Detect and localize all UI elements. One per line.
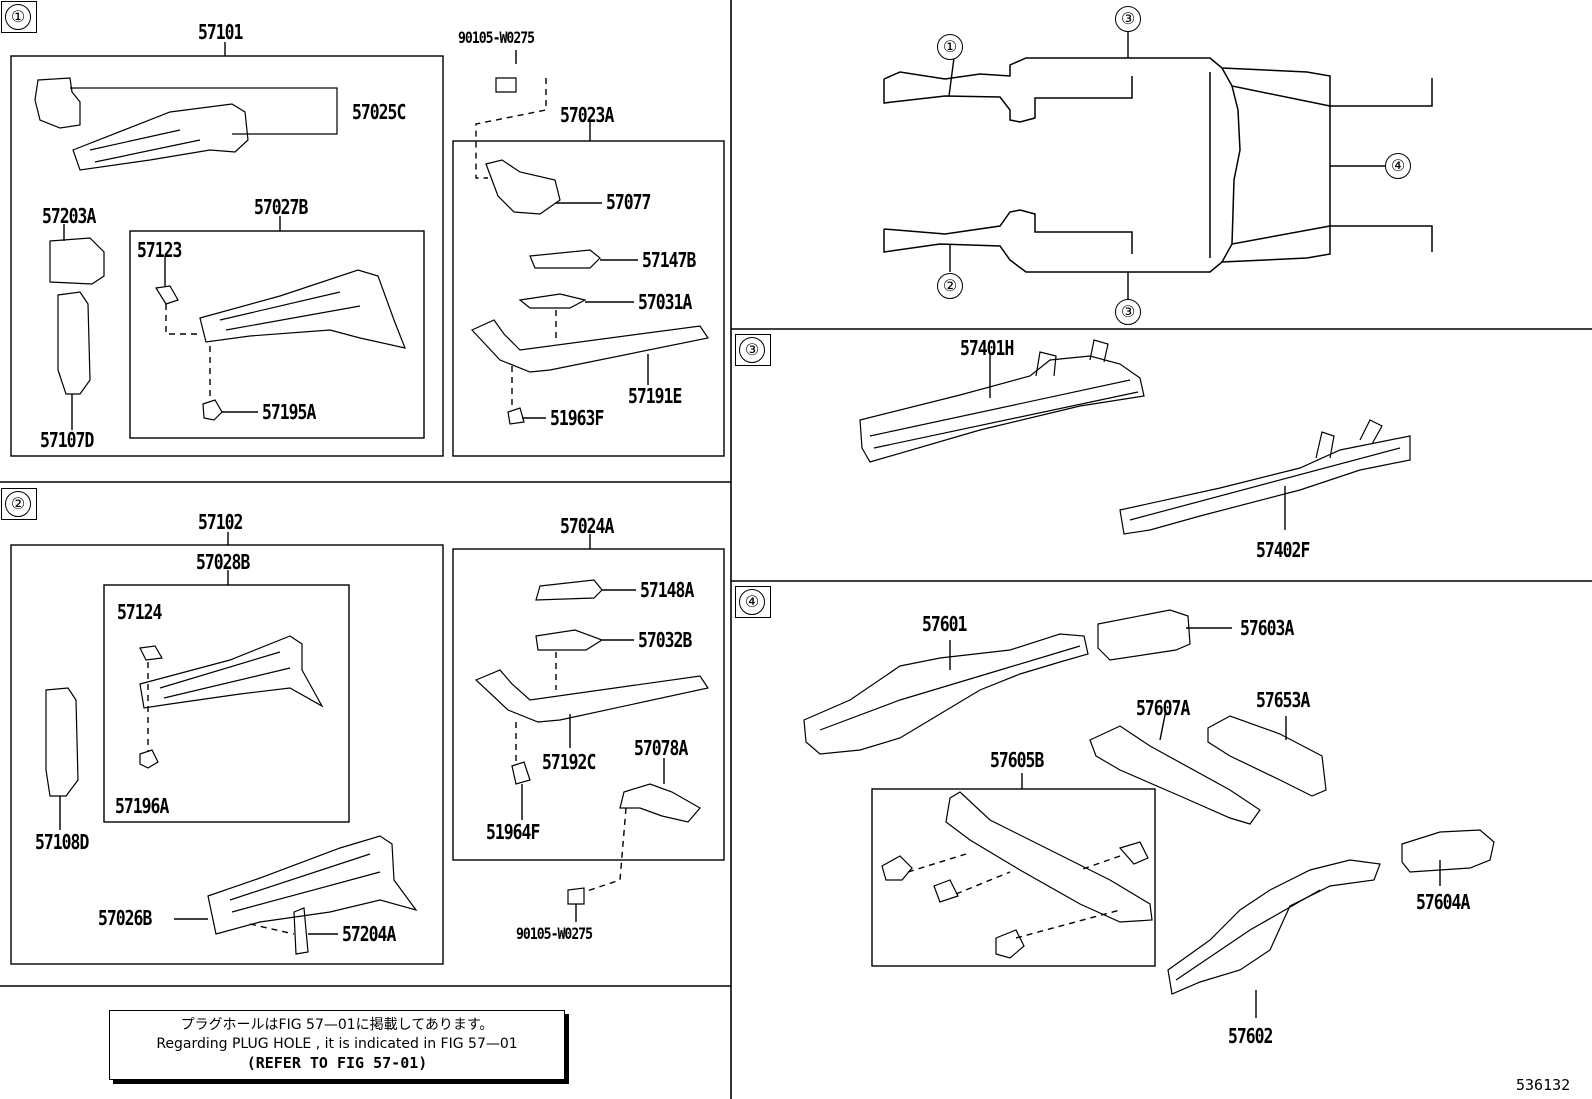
- part-label-57148a: 57148A: [640, 578, 694, 602]
- part-label-57203a: 57203A: [42, 204, 96, 228]
- part-label-57605b: 57605B: [990, 748, 1044, 772]
- part-label-57603a: 57603A: [1240, 616, 1294, 640]
- overview-marker-3-bottom: ③: [1115, 299, 1141, 325]
- part-label-57147b: 57147B: [642, 248, 696, 272]
- section-1-number: ①: [5, 4, 31, 30]
- section-4-number: ④: [739, 589, 765, 615]
- part-label-57602: 57602: [1228, 1024, 1273, 1048]
- part-label-57192c: 57192C: [542, 750, 596, 774]
- part-label-57078a: 57078A: [634, 736, 688, 760]
- section-2-number: ②: [5, 491, 31, 517]
- part-label-57604a: 57604A: [1416, 890, 1470, 914]
- section-1-tag: ①: [1, 1, 37, 33]
- part-label-57108d: 57108D: [35, 830, 89, 854]
- part-label-57031a: 57031A: [638, 290, 692, 314]
- part-label-57191e: 57191E: [628, 384, 682, 408]
- part-label-57102: 57102: [198, 510, 243, 534]
- part-label-57077: 57077: [606, 190, 651, 214]
- overview-marker-3-top: ③: [1115, 6, 1141, 32]
- part-label-57653a: 57653A: [1256, 688, 1310, 712]
- part-label-57204a: 57204A: [342, 922, 396, 946]
- part-label-57107d: 57107D: [40, 428, 94, 452]
- part-label-57024a: 57024A: [560, 514, 614, 538]
- part-label-57028b: 57028B: [196, 550, 250, 574]
- note-line-japanese: プラグホールはFIG 57—01に掲載してあります。: [180, 1017, 494, 1033]
- section-3-tag: ③: [735, 334, 771, 366]
- part-label-57027b: 57027B: [254, 195, 308, 219]
- bolt-label-top: 90105-W0275: [458, 28, 535, 47]
- part-label-57124: 57124: [117, 600, 162, 624]
- section-3-number: ③: [739, 337, 765, 363]
- part-label-51964f: 51964F: [486, 820, 540, 844]
- part-label-57607a: 57607A: [1136, 696, 1190, 720]
- part-label-51963f: 51963F: [550, 406, 604, 430]
- part-label-57032b: 57032B: [638, 628, 692, 652]
- overview-marker-1: ①: [937, 34, 963, 60]
- part-label-57026b: 57026B: [98, 906, 152, 930]
- section-4-tag: ④: [735, 586, 771, 618]
- part-label-57402f: 57402F: [1256, 538, 1310, 562]
- bolt-label-bottom: 90105-W0275: [516, 924, 593, 943]
- part-label-57023a: 57023A: [560, 103, 614, 127]
- part-label-57195a: 57195A: [262, 400, 316, 424]
- part-label-57196a: 57196A: [115, 794, 169, 818]
- overview-marker-4: ④: [1385, 153, 1411, 179]
- note-line-english: Regarding PLUG HOLE , it is indicated in…: [156, 1036, 518, 1052]
- figure-number: 536132: [1516, 1076, 1571, 1094]
- part-label-57401h: 57401H: [960, 336, 1014, 360]
- part-label-57123: 57123: [137, 238, 182, 262]
- section-2-tag: ②: [1, 488, 37, 520]
- plug-hole-note: プラグホールはFIG 57—01に掲載してあります。 Regarding PLU…: [109, 1010, 565, 1080]
- overview-marker-2: ②: [937, 273, 963, 299]
- note-line-reference: (REFER TO FIG 57-01): [246, 1054, 428, 1072]
- part-label-57601: 57601: [922, 612, 967, 636]
- part-label-57025c: 57025C: [352, 100, 406, 124]
- part-label-57101: 57101: [198, 20, 243, 44]
